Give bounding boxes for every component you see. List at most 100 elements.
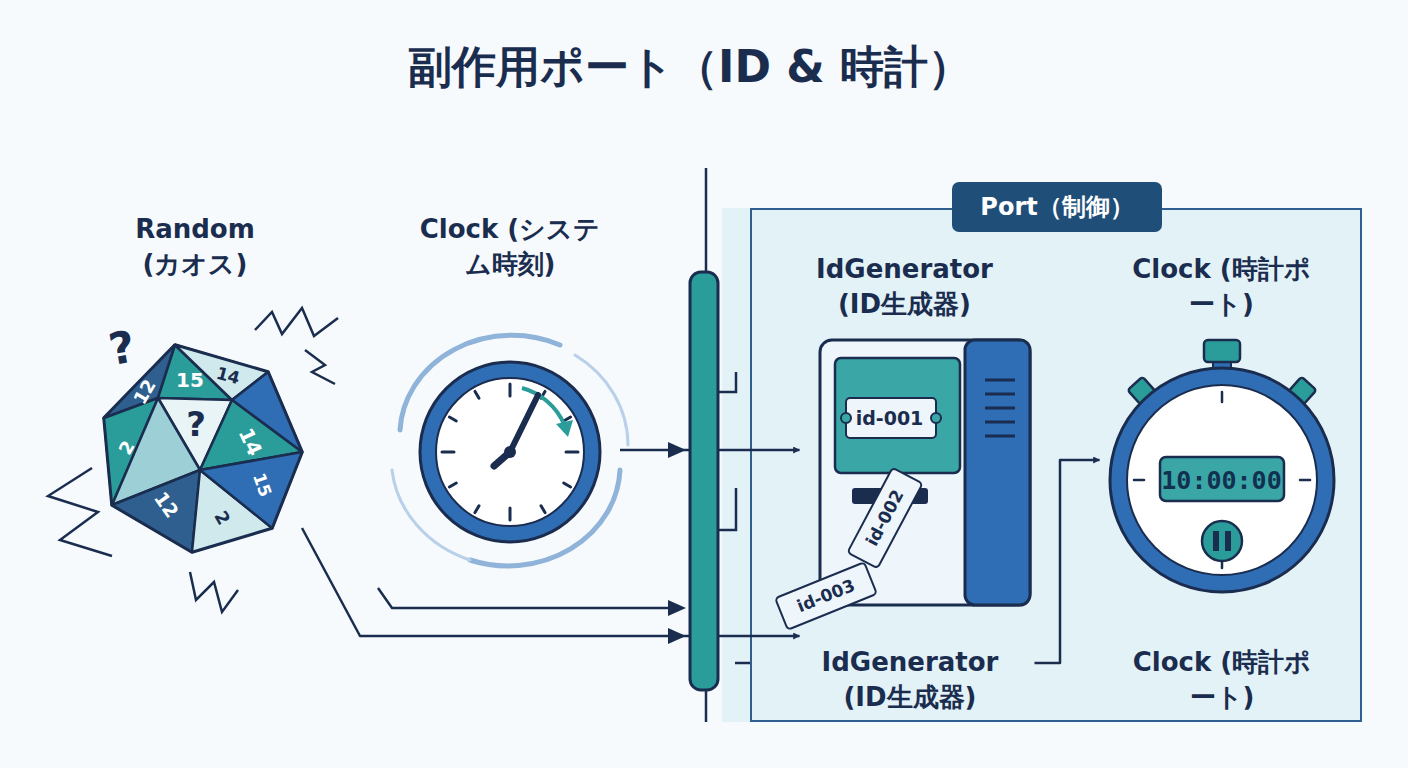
ticket-shape <box>847 468 922 569</box>
tick <box>541 506 545 513</box>
minute-hand <box>510 395 538 452</box>
die-face-number: 15 <box>247 470 277 500</box>
wire <box>718 488 736 530</box>
id-generator: IdGenerator (ID生成器) id-001 <box>800 252 1035 712</box>
node-heading: Clock (時計ポート) <box>1127 252 1317 322</box>
motion-arrowhead <box>556 420 573 437</box>
die-face-number: 15 <box>176 367 204 394</box>
wire <box>718 372 736 392</box>
tick <box>564 417 571 421</box>
wire <box>378 588 670 608</box>
die-face-number: 2 <box>113 436 140 459</box>
connector-arrow <box>620 449 800 452</box>
die-face-number: 12 <box>148 487 184 523</box>
clock-rim <box>420 362 600 542</box>
clock-face <box>436 378 584 526</box>
die-outline <box>104 345 302 552</box>
zigzag <box>48 468 112 556</box>
side-button <box>1128 377 1156 405</box>
vent <box>985 379 1015 382</box>
tick <box>1300 479 1310 482</box>
vent <box>985 435 1015 438</box>
vent <box>985 407 1015 410</box>
machine-body <box>820 340 1030 605</box>
d20-die <box>104 345 302 552</box>
node-heading: Clock (システム時刻) <box>410 212 610 282</box>
machine-panel <box>965 340 1030 605</box>
part-caption: Clock (時計ポート) <box>1127 645 1317 715</box>
die-face-number: ? <box>104 317 139 380</box>
clock-pin <box>504 446 516 458</box>
node-heading: Port（制御） <box>952 182 1162 232</box>
port-bar <box>690 272 718 690</box>
vents <box>985 380 1015 436</box>
tick <box>442 451 454 454</box>
button <box>1128 377 1156 405</box>
node-heading: IdGenerator (ID生成器) <box>795 252 1015 322</box>
connector-arrow <box>302 528 800 636</box>
die-face-number: 14 <box>232 424 268 461</box>
die-face-number: 12 <box>128 375 162 409</box>
zigzag <box>305 350 335 384</box>
tick <box>1221 392 1224 402</box>
wires <box>378 372 810 663</box>
machine-screen <box>835 358 960 473</box>
port-group: Port（制御）IdGenerator (ID生成器)id-001Clock (… <box>750 208 1362 722</box>
tick <box>509 384 512 396</box>
arrowheads <box>668 442 686 644</box>
chaos-zigzag <box>48 308 338 612</box>
vent <box>985 393 1015 396</box>
zigzag <box>190 572 238 612</box>
ticket-id: id-003 <box>794 574 859 618</box>
die-face-number: 2 <box>208 506 235 529</box>
side-button <box>1288 377 1316 405</box>
ticket <box>847 468 922 569</box>
tick <box>449 417 456 421</box>
tick <box>564 483 571 487</box>
boundary-line <box>705 168 708 722</box>
tick <box>475 391 479 398</box>
digital-display <box>1160 457 1284 501</box>
die-face-number: ? <box>186 402 206 448</box>
node-heading: Random (カオス) <box>115 212 275 282</box>
tick <box>509 508 512 520</box>
button <box>1288 377 1316 405</box>
tick <box>449 483 456 487</box>
ticket <box>775 562 877 629</box>
vent <box>985 421 1015 424</box>
ticket-display <box>846 398 936 438</box>
pause-bar <box>1213 531 1219 551</box>
id-machine <box>775 340 1030 630</box>
node-value: id-001 <box>845 406 935 432</box>
connector-arrow <box>1035 460 1100 663</box>
stopwatch <box>1110 340 1334 592</box>
tick <box>1134 479 1144 482</box>
port-shade <box>722 208 752 722</box>
ticket-notch <box>841 413 851 423</box>
die-face <box>112 470 200 552</box>
ticket-id: id-002 <box>861 486 910 550</box>
tick <box>475 506 479 513</box>
arrowhead <box>668 628 686 644</box>
part-caption: IdGenerator (ID生成器) <box>810 645 1010 715</box>
zigzag <box>255 308 338 336</box>
pause-bar <box>1225 531 1231 551</box>
random-source: Random (カオス) <box>88 212 302 557</box>
node-value: 10:00:00 <box>1157 464 1287 498</box>
stopwatch-rim <box>1110 368 1334 592</box>
diagram-title: 副作用ポート（ID & 時計） <box>0 38 1380 97</box>
stopwatch-crown <box>1204 340 1240 362</box>
system-clock <box>392 335 628 566</box>
tick <box>1221 558 1224 568</box>
pause-button <box>1202 521 1242 561</box>
stopwatch-stem <box>1213 360 1231 374</box>
arrowhead <box>668 442 686 458</box>
stopwatch-ticks <box>1134 392 1310 568</box>
ticket-shape <box>775 562 877 629</box>
system-clock: Clock (システム時刻) <box>400 212 620 557</box>
ticket-notch <box>931 413 941 423</box>
tick <box>566 451 578 454</box>
stopwatch-face <box>1127 385 1317 575</box>
clock-port: Clock (時計ポート) 10:00:00 <box>1100 252 1345 652</box>
